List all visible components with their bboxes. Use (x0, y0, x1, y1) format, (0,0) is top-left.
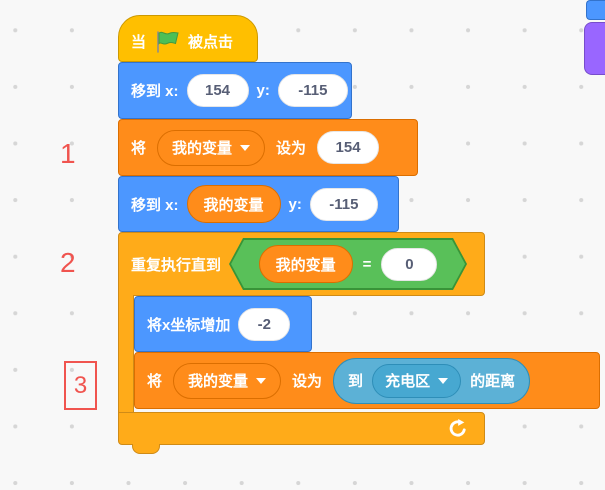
goto1-x-input[interactable]: 154 (186, 74, 249, 107)
equals-sign: = (362, 255, 372, 273)
set1-variable-dropdown[interactable]: 我的变量 (157, 129, 266, 166)
equals-operator-block[interactable]: 我的变量 = 0 (229, 238, 467, 290)
goto1-label-y: y: (256, 82, 270, 99)
dropdown-arrow-icon (438, 377, 449, 384)
goto1-label-x: 移到 x: (131, 83, 179, 100)
condition-value-input[interactable]: 0 (381, 248, 437, 281)
condition-variable-reporter[interactable]: 我的变量 (259, 245, 353, 283)
annotation-3: 3 (73, 371, 88, 399)
set1-variable-name: 我的变量 (172, 140, 233, 157)
repeat-until-block[interactable]: 重复执行直到 我的变量 = 0 (118, 232, 485, 296)
set-variable-block-1[interactable]: 将 我的变量 设为 154 (118, 119, 418, 176)
distance-target-dropdown[interactable]: 充电区 (372, 363, 462, 398)
set2-variable-dropdown[interactable]: 我的变量 (173, 362, 282, 399)
goto2-label-y: y: (288, 195, 302, 213)
set2-variable-name: 我的变量 (188, 373, 249, 390)
repeat-until-label: 重复执行直到 (131, 256, 222, 274)
goto2-y-input[interactable]: -115 (309, 187, 378, 221)
goto2-variable-reporter[interactable]: 我的变量 (186, 185, 281, 223)
annotation-2: 2 (60, 247, 76, 278)
distance-label-pre: 到 (348, 373, 364, 390)
set1-value-input[interactable]: 154 (317, 131, 380, 164)
green-flag-icon (154, 30, 180, 53)
distance-to-reporter[interactable]: 到 充电区 的距离 (333, 357, 531, 404)
change-x-block[interactable]: 将x坐标增加 -2 (134, 296, 312, 352)
repeat-until-bottom[interactable] (118, 412, 485, 445)
goto-xy-block-2[interactable]: 移到 x: 我的变量 y: -115 (118, 176, 399, 232)
annotation-3-box: 3 (64, 361, 97, 410)
dropdown-arrow-icon (240, 144, 251, 151)
clipped-motion-block[interactable] (586, 0, 605, 20)
when-flag-clicked-block[interactable]: 当 被点击 (118, 15, 258, 62)
dropdown-arrow-icon (256, 377, 267, 384)
set2-label-to: 设为 (292, 373, 323, 390)
set1-label-to: 设为 (276, 140, 307, 157)
set1-label-set: 将 (131, 140, 147, 157)
clipped-looks-block[interactable] (584, 22, 605, 75)
hat-label-pre: 当 (131, 34, 147, 51)
goto-xy-block-1[interactable]: 移到 x: 154 y: -115 (118, 62, 352, 119)
set-variable-distance-block[interactable]: 将 我的变量 设为 到 充电区 的距离 (134, 352, 600, 409)
annotation-1: 1 (60, 138, 76, 169)
repeat-until-spine[interactable] (118, 295, 134, 413)
distance-label-post: 的距离 (470, 373, 516, 390)
changex-label: 将x坐标增加 (147, 316, 231, 334)
goto1-y-input[interactable]: -115 (277, 74, 348, 107)
loop-arrow-icon (448, 418, 468, 439)
distance-target-name: 充电区 (385, 373, 431, 390)
goto2-label-x: 移到 x: (131, 196, 179, 214)
changex-value-input[interactable]: -2 (238, 307, 291, 341)
set2-label-set: 将 (147, 373, 163, 390)
hat-label-post: 被点击 (188, 34, 234, 51)
repeat-until-bottom-notch[interactable] (132, 444, 160, 454)
